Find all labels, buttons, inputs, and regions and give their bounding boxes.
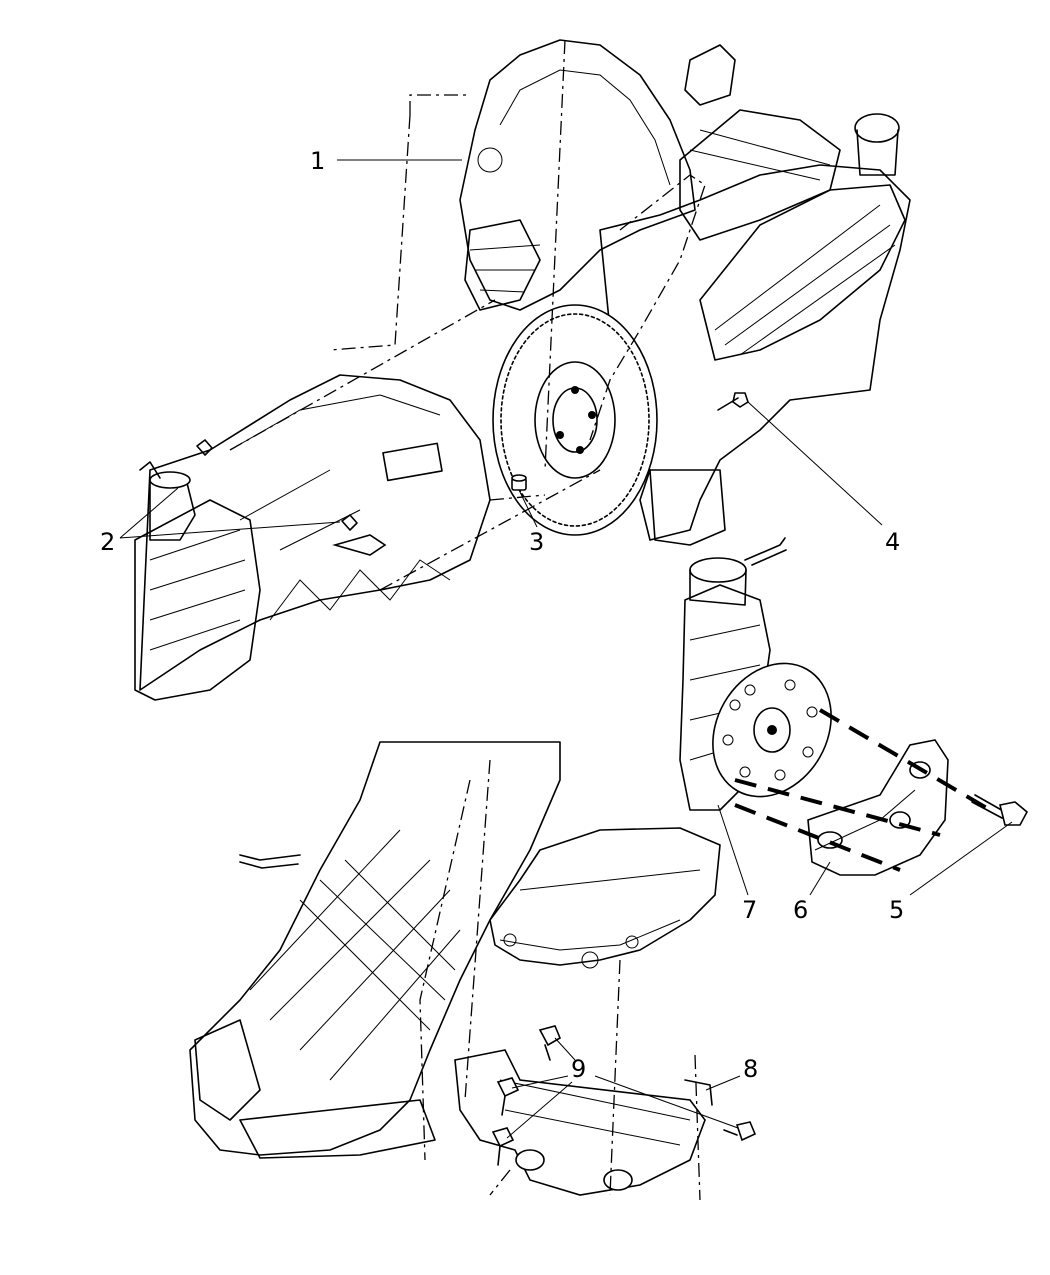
- transmission-assembly: [134, 374, 491, 701]
- dowel-pin: [511, 474, 527, 491]
- converter-assembly: [679, 537, 832, 811]
- callout-8: 8: [705, 1055, 758, 1091]
- callout-1: 1: [310, 147, 462, 175]
- callout-5: 5: [889, 821, 1013, 924]
- flywheel: [492, 304, 658, 536]
- svg-text:2: 2: [100, 528, 115, 556]
- svg-text:1: 1: [310, 147, 325, 175]
- engine-assembly: [464, 44, 911, 546]
- svg-text:3: 3: [529, 528, 544, 556]
- crossmember-bracket: [454, 1049, 713, 1196]
- adapter-plate: [459, 39, 696, 311]
- svg-text:7: 7: [742, 896, 757, 924]
- svg-text:4: 4: [885, 528, 900, 556]
- callout-7: 7: [717, 804, 757, 924]
- engine-bolt: [717, 392, 749, 411]
- svg-text:6: 6: [793, 896, 808, 924]
- phantom-lines-top: [229, 39, 706, 591]
- callout-9: 9: [506, 1037, 739, 1139]
- shield-bolt: [971, 794, 1029, 826]
- svg-text:8: 8: [743, 1055, 758, 1083]
- bracket-bolts: [491, 1025, 757, 1166]
- flexplate-holes: [722, 679, 818, 781]
- alignment-lines: [734, 708, 992, 872]
- svg-text:9: 9: [571, 1055, 586, 1083]
- callout-2: 2: [100, 487, 341, 556]
- callout-3: 3: [518, 489, 544, 556]
- svg-text:5: 5: [889, 896, 904, 924]
- dust-shield: [807, 739, 949, 876]
- callout-4: 4: [747, 401, 900, 556]
- skid-plate: [489, 827, 721, 969]
- callout-6: 6: [793, 861, 831, 924]
- phantom-lines-bottom: [419, 759, 701, 1201]
